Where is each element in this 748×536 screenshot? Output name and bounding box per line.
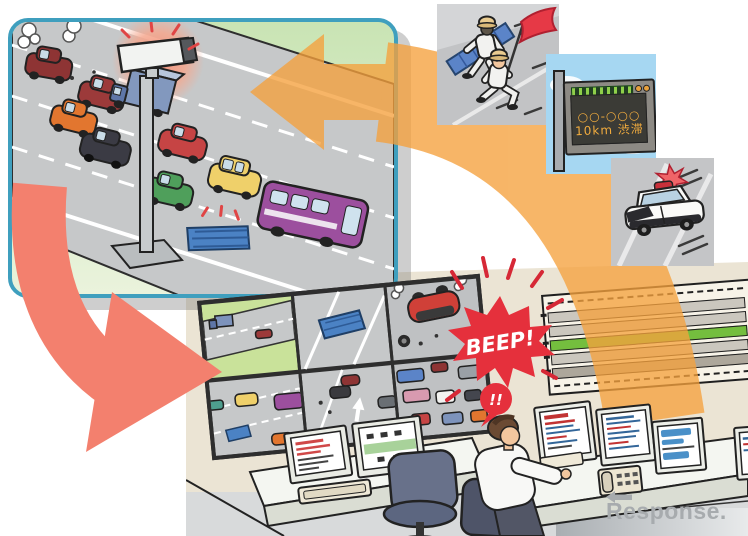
alert-bubble-text: !! (489, 391, 503, 409)
operator-monitor-3 (651, 416, 708, 475)
police-car-panel (611, 158, 714, 266)
vehicle-red-car (157, 122, 208, 164)
telephone (597, 464, 644, 497)
police-car-icon (624, 162, 705, 237)
empty-chair (382, 449, 459, 536)
operator-alert-bubble: !! (480, 383, 512, 427)
info-sign-panel: ○○-○○○ 10km 渋滞 (546, 54, 656, 174)
desk-monitor-log (283, 424, 354, 485)
operator-hand (560, 468, 572, 480)
vehicle-black-car (78, 126, 132, 169)
feed-fallen-cargo (293, 287, 391, 370)
operator (459, 414, 572, 536)
smoke-icon (17, 22, 82, 49)
operator-head (499, 425, 521, 447)
video-wall (197, 273, 496, 461)
vehicle-purple-bus (256, 180, 370, 249)
operator-monitor-2 (595, 403, 657, 467)
watermark-text: Response. (606, 498, 727, 524)
road-crew-panel (437, 4, 559, 125)
operator-monitor-1 (533, 400, 598, 467)
alert-ticks-icon (201, 204, 240, 221)
worker-with-red-flag (476, 6, 558, 110)
traffic-vehicles (49, 60, 370, 249)
vehicle-orange-car (49, 98, 99, 139)
feed-multilane-traffic (208, 373, 306, 456)
keyboard (297, 478, 373, 505)
beep-callout: BEEP! (448, 296, 555, 388)
feed-overturned-car (386, 278, 484, 361)
red-flag-icon (517, 6, 558, 45)
fallen-cargo-sheet (186, 204, 251, 252)
alert-rays-icon (445, 256, 564, 402)
watermark: Response. (606, 491, 727, 525)
vehicle-yellow-van (206, 155, 263, 200)
response-logo-arrow-icon (606, 491, 632, 503)
